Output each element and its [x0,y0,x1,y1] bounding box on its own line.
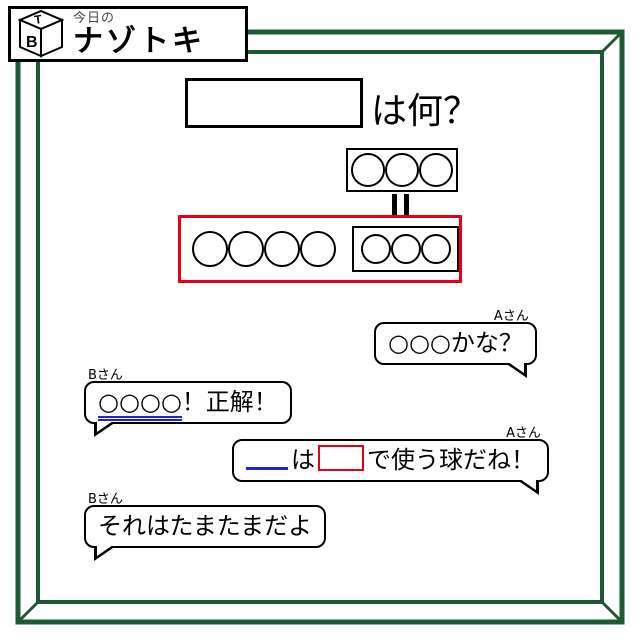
bubble-text: で使う球だね！ [367,446,535,474]
inner-three-circle-box [352,226,459,272]
blue-blank-line [246,448,288,470]
circle [390,234,421,264]
circle [419,153,453,187]
question-suffix: は何？ [371,91,480,132]
underlined-answer: ○○○○ [98,388,182,421]
cube-letter-t: T [33,12,43,27]
answer-blank-box [185,78,363,128]
circle [360,234,391,264]
circle [192,231,228,267]
speech-bubble-a1: Aさん ○○○かな？ [374,309,537,378]
logo-title: ナゾトキ [73,25,205,58]
circle [385,153,419,187]
bubble-tail-fill [520,479,536,490]
red-blank-box [318,445,364,471]
show-logo: T B 今日の ナゾトキ [8,6,248,62]
equals-bar [392,194,397,216]
equals-bar [404,194,409,216]
bubble-text: ○○○かな？ [388,329,523,357]
red-equation-box [178,215,462,283]
three-circle-box [346,148,458,192]
tb-cube-icon: T B [18,9,64,58]
particle-text: は [291,446,315,474]
circle [420,234,451,264]
four-circle-group [192,231,336,267]
cube-letter-b: B [26,34,38,51]
bubble-body: は で使う球だね！ [232,439,549,495]
bubble-body: ○○○○！正解！ [84,381,292,437]
equals-sign [392,194,409,216]
speech-bubble-b2: Bさん それはたまたまだよ [84,492,327,561]
bubble-text: それはたまたまだよ [98,512,313,540]
logo-text: 今日の ナゾトキ [73,11,205,57]
circle [228,231,264,267]
bubble-tail-fill [507,362,524,373]
logo-kicker: 今日の [73,10,116,25]
bubble-text: ！正解！ [181,388,278,416]
circle [300,231,336,267]
bubble-tail-fill [97,421,113,432]
speech-bubble-b1: Bさん ○○○○！正解！ [84,368,292,437]
speech-bubble-a2: Aさん はで使う球だね！ [232,426,549,495]
bubble-body: それはたまたまだよ [84,505,327,561]
circle [351,153,385,187]
bubble-tail-fill [97,545,113,556]
bubble-body: ○○○かな？ [374,322,537,378]
circle [264,231,300,267]
